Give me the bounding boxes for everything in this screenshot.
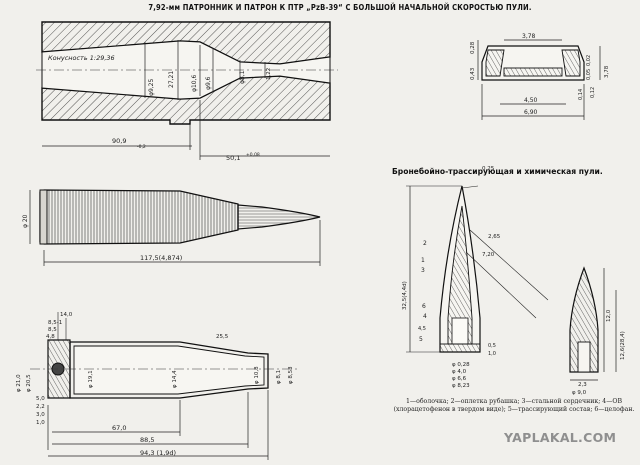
- ap-bullet-nose-diameter: 2,65: [488, 234, 501, 240]
- ap-side-10: 1,0: [488, 351, 496, 357]
- case-dim-85: 8,5: [48, 327, 57, 333]
- chem-dim-length: 12,6(28,4): [620, 331, 626, 360]
- cartridge-length: 117,5(4,874): [140, 254, 182, 262]
- ap-side-05: 0,5: [488, 343, 496, 349]
- case-neck-length: 25,5: [216, 334, 229, 340]
- chamber-neck-length: 50,1: [226, 154, 240, 162]
- ap-label-2: 2: [423, 240, 427, 247]
- chamber-rim-diameter: φ9,6: [205, 76, 212, 90]
- case-dim-50: 5,0: [36, 396, 45, 402]
- case-dim-85-1: 8,5-1: [48, 320, 62, 326]
- case-dim-10: 1,0: [36, 420, 45, 426]
- chamber-neck-diameter: φ9,25: [148, 79, 155, 97]
- jacket-dim-043: 0,43: [470, 67, 476, 80]
- case-wall: [69, 341, 269, 399]
- watermark-logo: YAPLAKAL.COM: [504, 430, 617, 445]
- case-total-length: 94,3 (1,9d): [140, 449, 176, 457]
- chamber-overall-length: 90,9: [112, 137, 126, 145]
- ap-bullet-length: 32,5(4,4d): [402, 281, 408, 310]
- case-neck-diameter: φ 10,8: [254, 366, 260, 384]
- case-dim-14: 14,0: [60, 312, 73, 318]
- case-dim-48: 4,8: [46, 334, 55, 340]
- chamber-taper-label: Конусность 1:29,36: [48, 54, 115, 62]
- case-head-diameter: φ 20,5: [26, 374, 32, 392]
- case-body-length: 67,0: [112, 424, 126, 432]
- chamber-neck-tolerance: +0,08: [246, 152, 260, 158]
- case-dim-30: 3,0: [36, 412, 45, 418]
- chamber-overall-tolerance: -0,2: [137, 144, 146, 150]
- case-section: 14,0 8,5-1 8,5 4,8 5,0 2,2 3,0 1,0 φ 21,…: [16, 312, 300, 460]
- case-small-diameter: φ 8,53: [288, 366, 294, 384]
- cartridge-bullet: [237, 204, 321, 230]
- jacket-dim-450: 4,50: [524, 97, 538, 104]
- jacket-dim-002: 0,02: [586, 55, 592, 66]
- ap-label-6: 6: [422, 303, 426, 310]
- chamber-body-length: 27,21: [168, 71, 175, 88]
- chemical-bullet: 12,0 12,6(28,4) 2,3 φ 9,0: [569, 266, 626, 396]
- case-shoulder-length: 88,5: [140, 436, 154, 444]
- ap-bullet-top-diameter: 0,25: [482, 166, 495, 172]
- ap-bottom-diameter-3: φ 6,6: [452, 376, 467, 382]
- ap-bottom-diameter-2: φ 4,0: [452, 369, 467, 375]
- chamber-mouth-diameter: φ8,1: [239, 70, 246, 84]
- jacket-section: 3,78 0,28 0,43 4,50 6,90 0,02 0,05 0,14 …: [470, 33, 610, 120]
- jacket-dim-top: 3,78: [522, 33, 536, 40]
- cartridge-case: [39, 189, 239, 245]
- legend-caption: 1—оболочка; 2—оплетка рубашка; 3—стально…: [393, 398, 635, 413]
- jacket-dim-005: 0,05: [586, 69, 592, 80]
- chem-dim-120: 12,0: [606, 309, 612, 322]
- jacket-dim-side: 3,78: [604, 65, 610, 78]
- ap-bottom-diameter-4: φ 8,23: [452, 383, 470, 389]
- chamber-shoulder-diameter: φ10,6: [191, 75, 198, 93]
- chamber-section: Конусность 1:29,36 φ9,25 27,21 φ10,6 φ9,…: [36, 21, 338, 162]
- ap-bottom-diameter-1: φ 0,28: [452, 362, 470, 368]
- jacket-dim-012: 0,12: [590, 87, 596, 98]
- case-body-diameter: φ 19,1: [88, 370, 94, 388]
- case-shoulder-diameter: φ 14,4: [172, 370, 178, 388]
- ap-label-4: 4: [423, 313, 427, 320]
- jacket-dim-028: 0,28: [470, 41, 476, 54]
- jacket-dim-014: 0,14: [578, 89, 584, 100]
- chem-dim-23: 2,3: [578, 382, 587, 388]
- case-mouth-diameter: φ 8,1: [276, 370, 282, 384]
- cartridge-base-diameter: φ 20: [22, 214, 29, 228]
- chem-base-diameter: φ 9,0: [572, 390, 587, 396]
- ap-label-45: 4,5: [418, 326, 426, 332]
- ap-label-3: 3: [421, 267, 425, 274]
- cartridge-view: φ 20 117,5(4,874): [22, 189, 321, 266]
- page-title: 7,92-мм ПАТРОННИК И ПАТРОН К ПТР „PzB-39…: [148, 3, 532, 12]
- case-dim-22: 2,2: [36, 404, 45, 410]
- ap-bullet-ogive-diameter: 7,20: [482, 252, 495, 258]
- ap-label-5: 5: [419, 336, 423, 343]
- case-rim-diameter: φ 21,0: [16, 374, 22, 392]
- ap-tracer-bullet: 0,25 2,65 7,20 32,5(4,4d) 2 1 3 6 4 5 4,…: [402, 166, 549, 389]
- ap-label-1: 1: [421, 257, 425, 264]
- bullet-section-title: Бронебойно-трассирующая и химическая пул…: [392, 167, 603, 176]
- jacket-dim-690: 6,90: [524, 109, 538, 116]
- chamber-small-dim: 1,22: [266, 68, 272, 80]
